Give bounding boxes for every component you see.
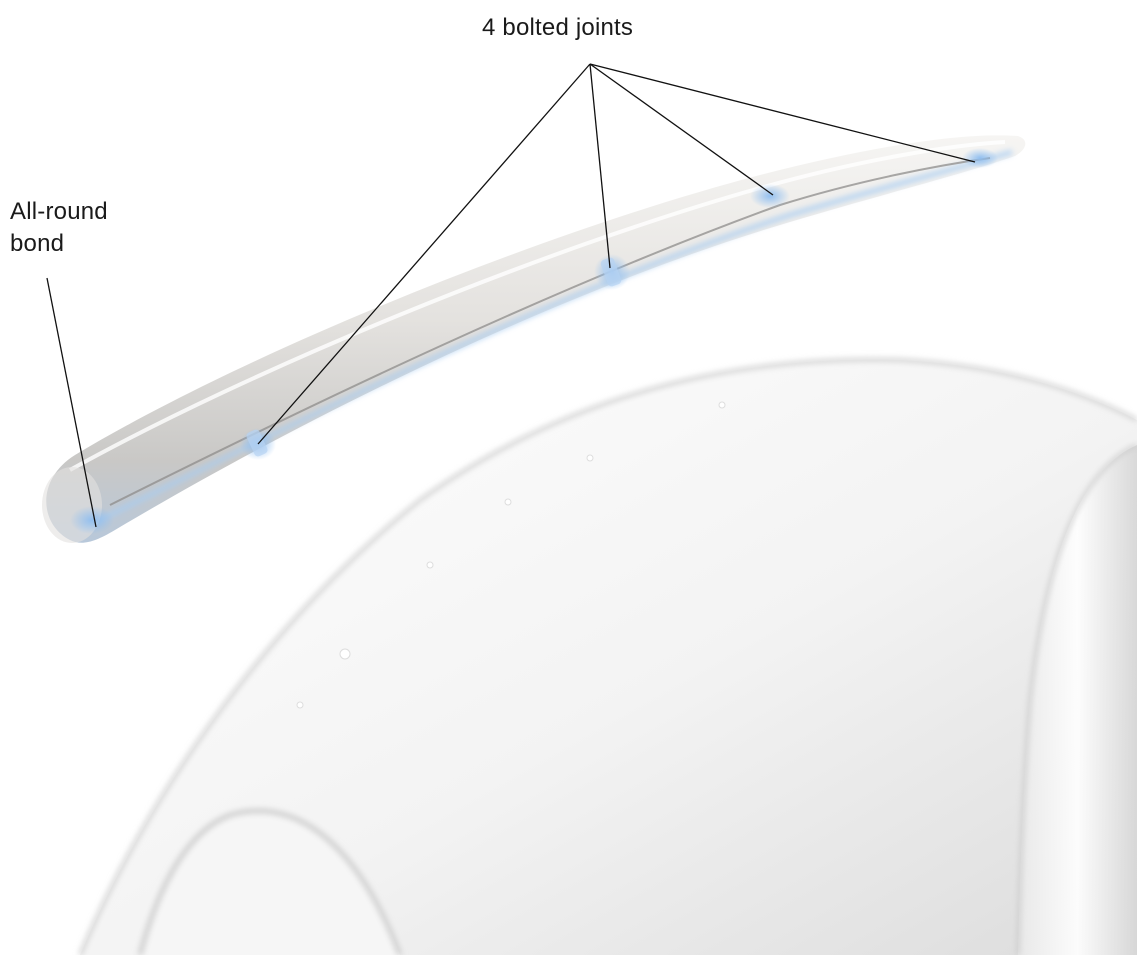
- all-round-bond-label-line2: bond: [10, 228, 108, 260]
- bolted-joints-label: 4 bolted joints: [482, 12, 633, 44]
- bond-highlight: [70, 506, 114, 534]
- leader-line-joint-4: [590, 64, 975, 162]
- all-round-bond-label: All-round bond: [10, 196, 108, 260]
- leader-line-joint-3: [590, 64, 773, 195]
- all-round-bond-label-line1: All-round: [10, 196, 108, 228]
